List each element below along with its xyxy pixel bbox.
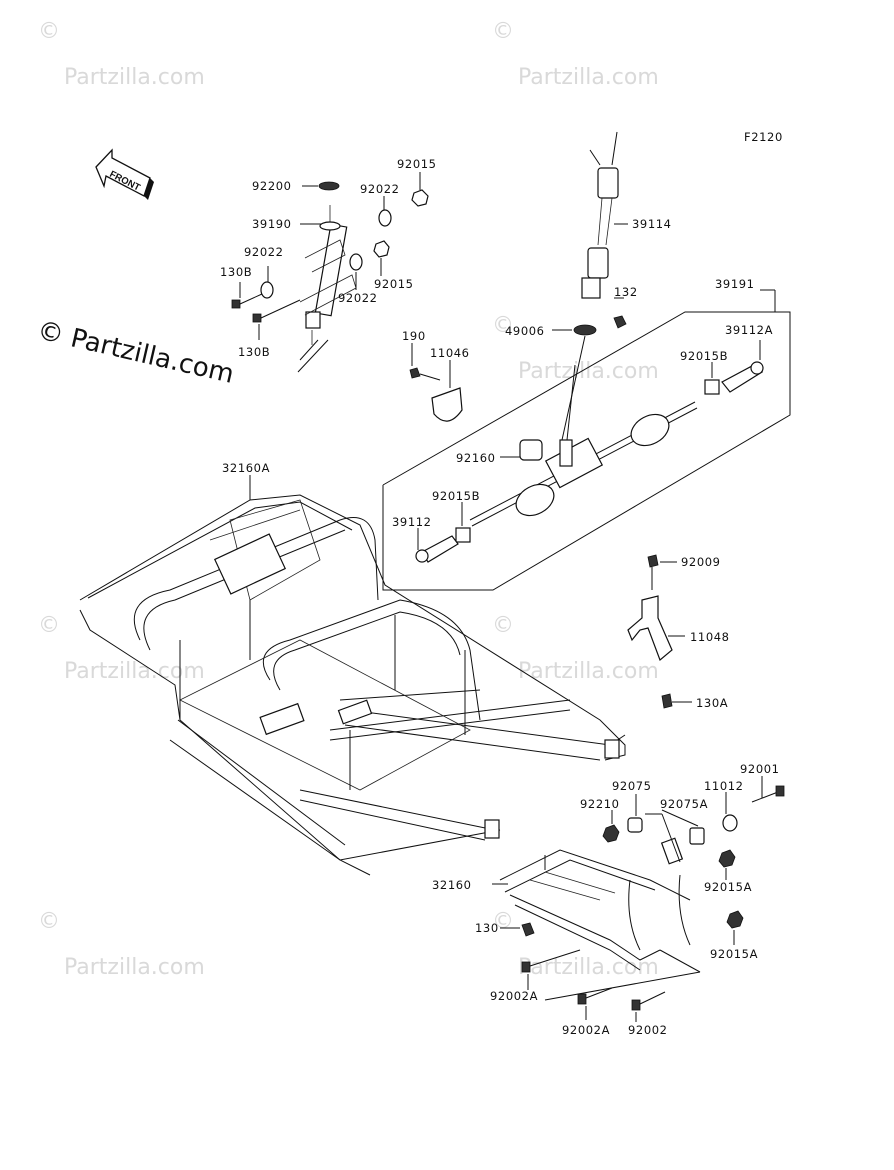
- label-130A: 130A: [696, 696, 728, 710]
- svg-text:©: ©: [38, 909, 60, 934]
- label-39112A: 39112A: [725, 323, 773, 337]
- watermark-top-left: © Partzilla.com: [38, 19, 205, 90]
- collar-92075A: [689, 827, 705, 845]
- svg-text:Partzilla.com: Partzilla.com: [518, 65, 659, 90]
- label-39112: 39112: [392, 515, 432, 529]
- watermark-mid-right-1: © Partzilla.com: [492, 313, 659, 384]
- bolt-92001: [751, 785, 785, 803]
- svg-text:Partzilla.com: Partzilla.com: [64, 659, 205, 684]
- label-92022-mid: 92022: [338, 291, 378, 305]
- watermark-bottom-left: © Partzilla.com: [38, 909, 205, 980]
- steering-column: [297, 205, 357, 373]
- clamp-11046: [409, 367, 463, 422]
- watermark-top-right: © Partzilla.com: [492, 19, 659, 90]
- label-92002A-a: 92002A: [490, 989, 538, 1003]
- nut-92210: [602, 824, 620, 843]
- washer-92022-top: [378, 209, 392, 227]
- bushing-11012: [722, 814, 738, 832]
- label-190: 190: [402, 329, 426, 343]
- svg-text:©: ©: [38, 19, 60, 44]
- label-39190: 39190: [252, 217, 292, 231]
- bracket-11048: [627, 554, 673, 709]
- steering-rack: [469, 364, 698, 527]
- watermark-mid-right-2: © Partzilla.com: [492, 613, 659, 684]
- collar-92075: [627, 817, 643, 833]
- nut-92015-top: [411, 189, 429, 207]
- watermark-bottom-right: © Partzilla.com: [492, 909, 659, 980]
- bolt-130B-b: [252, 299, 301, 323]
- nut-92015A-a: [718, 849, 736, 868]
- label-132: 132: [614, 285, 638, 299]
- steering-rack-box: [382, 311, 791, 591]
- nut-92015A-b: [726, 910, 744, 929]
- svg-text:Partzilla.com: Partzilla.com: [518, 955, 659, 980]
- main-frame: [79, 494, 626, 876]
- label-130B-b: 130B: [238, 345, 270, 359]
- tie-rod-end-39112: [415, 527, 471, 563]
- label-92015A-a: 92015A: [704, 880, 752, 894]
- label-130: 130: [475, 921, 499, 935]
- label-39191: 39191: [715, 277, 755, 291]
- label-11048: 11048: [690, 630, 730, 644]
- svg-text:©: ©: [492, 613, 514, 638]
- bolt-130B-a: [231, 293, 263, 309]
- bolt-92002: [631, 991, 666, 1011]
- svg-text:Partzilla.com: Partzilla.com: [64, 955, 205, 980]
- washer-92022-mid: [349, 253, 363, 271]
- label-11012: 11012: [704, 779, 744, 793]
- label-92200: 92200: [252, 179, 292, 193]
- label-92210: 92210: [580, 797, 620, 811]
- label-92002A-b: 92002A: [562, 1023, 610, 1037]
- label-11046: 11046: [430, 346, 470, 360]
- washer-92200: [318, 181, 340, 191]
- label-130B-a: 130B: [220, 265, 252, 279]
- main-watermark: © Partzilla.com: [34, 316, 236, 390]
- label-92015A-b: 92015A: [710, 947, 758, 961]
- bolt-130: [521, 922, 535, 937]
- label-32160: 32160: [432, 878, 472, 892]
- svg-text:Partzilla.com: Partzilla.com: [518, 659, 659, 684]
- label-92022-left: 92022: [244, 245, 284, 259]
- label-39114: 39114: [632, 217, 672, 231]
- washer-92022-left: [260, 281, 274, 299]
- nut-92015-mid: [373, 240, 390, 258]
- label-32160A: 32160A: [222, 461, 270, 475]
- label-92160: 92160: [456, 451, 496, 465]
- diagram-code: F2120: [744, 130, 783, 144]
- tie-rod-end-39112A: [704, 361, 764, 395]
- front-guard: [499, 837, 691, 971]
- label-92009: 92009: [681, 555, 721, 569]
- watermark-mid-left: © Partzilla.com: [38, 613, 205, 684]
- svg-text:Partzilla.com: Partzilla.com: [64, 65, 205, 90]
- label-49006: 49006: [505, 324, 545, 338]
- label-92002: 92002: [628, 1023, 668, 1037]
- bolt-92002A-b: [577, 987, 613, 1005]
- svg-text:©: ©: [492, 19, 514, 44]
- label-92015B-left: 92015B: [432, 489, 480, 503]
- leader-lines: [239, 172, 776, 1022]
- svg-text:Partzilla.com: Partzilla.com: [518, 359, 659, 384]
- label-92001: 92001: [740, 762, 780, 776]
- label-92022-top: 92022: [360, 182, 400, 196]
- part-labels: 92200 92015 92022 39190 92022 130B 92015…: [220, 157, 780, 1037]
- bolt-92002A-a: [521, 949, 581, 973]
- label-92015-top: 92015: [397, 157, 437, 171]
- svg-text:©: ©: [492, 313, 514, 338]
- label-92075: 92075: [612, 779, 652, 793]
- label-92075A: 92075A: [660, 797, 708, 811]
- steering-shaft: [581, 131, 627, 329]
- label-92015B-right: 92015B: [680, 349, 728, 363]
- svg-text:©: ©: [38, 613, 60, 638]
- front-arrow-icon: FRONT: [95, 148, 154, 200]
- label-92015-mid: 92015: [374, 277, 414, 291]
- washer-49006: [573, 324, 597, 336]
